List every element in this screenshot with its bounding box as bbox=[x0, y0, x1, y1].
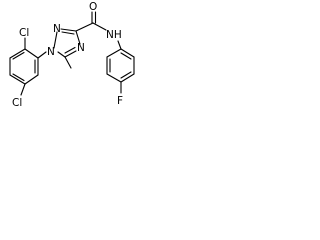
bond-ar2-c1-c2 bbox=[120, 48, 135, 58]
atom-cl-bottom: Cl bbox=[12, 97, 22, 109]
bond-ar2-inner-a bbox=[120, 52, 132, 60]
bond-c3-carbonyl bbox=[75, 22, 94, 32]
bond-ar1-c5-c6 bbox=[24, 74, 39, 85]
bond-carbonyl-nh bbox=[92, 22, 107, 31]
atom-n-triazole-2: N bbox=[53, 23, 61, 35]
bond-ar2-inner-b bbox=[120, 71, 132, 79]
bond-ar1-c1-c2 bbox=[24, 48, 39, 59]
atom-n-triazole-1: N bbox=[47, 46, 55, 58]
bond-ar2-c4-c5 bbox=[106, 73, 122, 83]
atom-nh-amide: NH bbox=[106, 29, 122, 41]
bonds bbox=[9, 11, 135, 96]
atom-n-triazole-4: N bbox=[77, 42, 85, 54]
atom-f: F bbox=[117, 95, 123, 107]
bond-c5-cl bbox=[20, 83, 26, 96]
bond-c5-methyl bbox=[64, 56, 72, 69]
bond-nh-ar2 bbox=[117, 40, 122, 50]
bond-ar1-inner-a bbox=[12, 51, 25, 60]
bond-ar1-c4-c5 bbox=[9, 74, 26, 85]
bond-n1-n2 bbox=[53, 31, 58, 49]
chemical-structure-diagram: Cl Cl N N N O NH F bbox=[9, 1, 135, 109]
bond-n4-c5 bbox=[64, 50, 77, 58]
bond-ar2-c3-c4 bbox=[120, 73, 135, 83]
bond-c3-n4 bbox=[75, 30, 81, 45]
bond-c5-n1 bbox=[57, 51, 66, 58]
bond-ar1-inner-b bbox=[12, 73, 25, 82]
atom-labels: Cl Cl N N N O NH F bbox=[12, 1, 123, 109]
atom-cl-top: Cl bbox=[19, 27, 29, 39]
atom-o-carbonyl: O bbox=[89, 1, 97, 13]
bond-n2-c3-double bbox=[61, 31, 75, 35]
bond-ar1-to-n1 bbox=[37, 51, 47, 59]
bond-n4-c5-double bbox=[64, 46, 76, 54]
bond-ar1-c2-c3 bbox=[9, 48, 26, 59]
bond-n2-c3 bbox=[60, 28, 77, 32]
bond-ar2-c6-c1 bbox=[106, 48, 122, 58]
